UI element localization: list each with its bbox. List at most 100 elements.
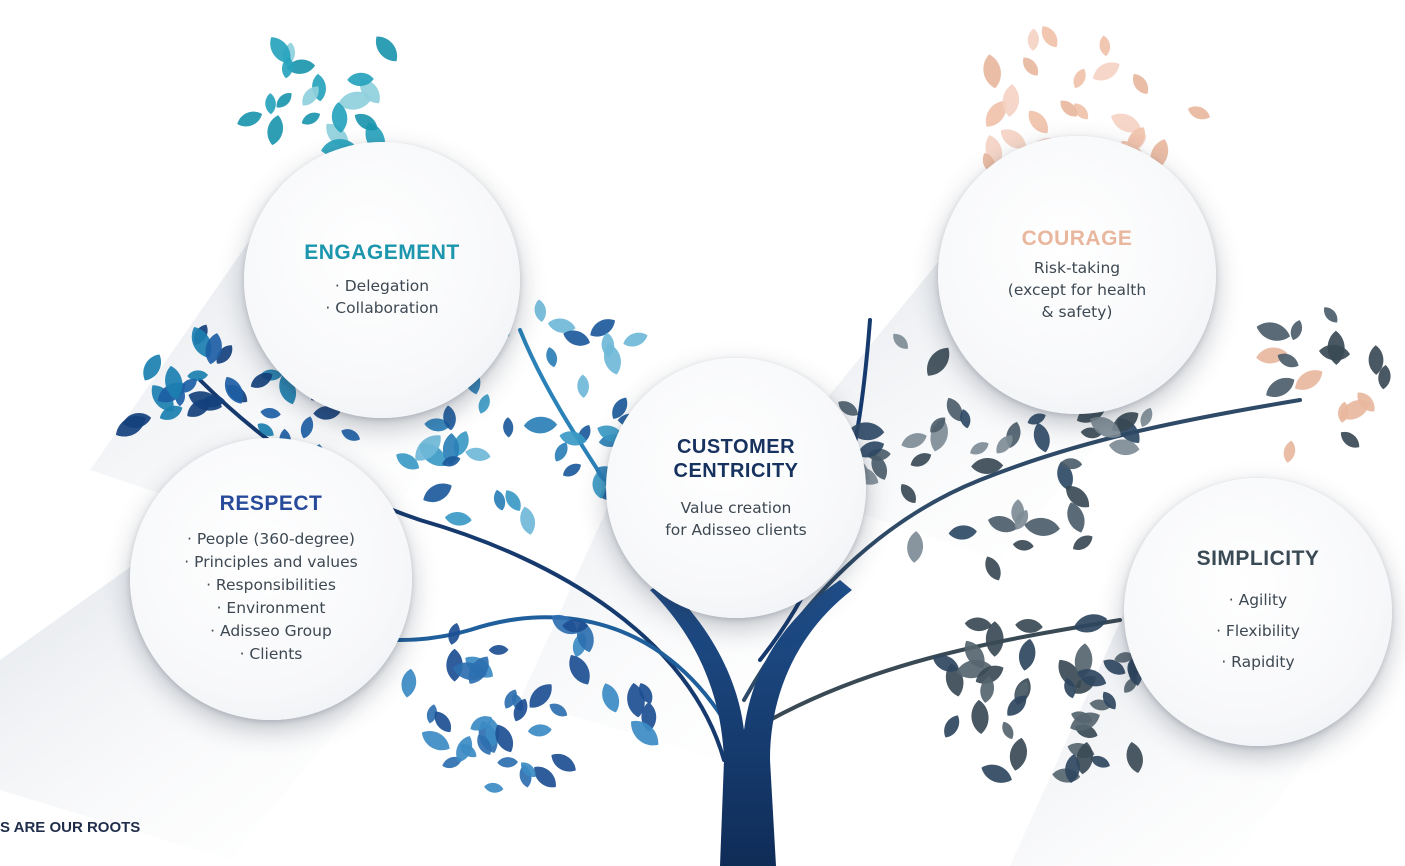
leaf	[276, 93, 292, 108]
leaf	[981, 764, 1012, 783]
respect-item: · Principles and values	[184, 553, 358, 571]
courage-item: Risk-taking	[1033, 259, 1121, 277]
leaf	[237, 111, 263, 127]
leaf	[485, 718, 500, 747]
leaf	[375, 36, 398, 62]
leaf	[638, 683, 653, 704]
leaf	[1256, 322, 1291, 341]
leaf	[497, 757, 519, 768]
simplicity-item: · Agility	[1228, 590, 1288, 609]
leaf	[338, 91, 373, 110]
leaf	[1023, 57, 1039, 76]
customer-centricity-item: for Adisseo clients	[665, 521, 807, 539]
leaf	[477, 734, 492, 755]
leaf	[1073, 68, 1086, 89]
leaf	[563, 330, 590, 346]
leaf	[1070, 712, 1100, 731]
leaf	[1066, 486, 1089, 508]
leaf	[1073, 535, 1093, 550]
leaf	[893, 333, 908, 349]
leaf	[848, 422, 885, 441]
leaf	[1126, 741, 1143, 773]
tree-branch	[768, 618, 1122, 722]
leaf	[562, 619, 589, 633]
leaf	[944, 715, 960, 738]
leaf	[1090, 755, 1110, 768]
leaf	[224, 376, 244, 404]
engagement-item: · Collaboration	[325, 299, 439, 317]
leaf	[985, 556, 1001, 581]
leaf	[983, 54, 1001, 89]
leaf	[562, 463, 581, 477]
simplicity-title: SIMPLICITY	[1196, 546, 1320, 570]
leaf	[452, 662, 487, 681]
simplicity-item: · Flexibility	[1216, 621, 1300, 640]
leaf	[980, 676, 995, 703]
leaf	[1027, 413, 1046, 425]
leaf	[520, 506, 536, 535]
leaf	[187, 370, 208, 381]
leaf	[488, 644, 509, 655]
leaf	[423, 483, 452, 503]
leaf	[523, 416, 558, 434]
customer-centricity-circle: CUSTOMER CENTRICITY Value creation for A…	[606, 358, 866, 618]
leaf	[534, 766, 556, 788]
leaf	[612, 397, 628, 419]
leaf	[503, 417, 514, 438]
leaf	[927, 347, 950, 376]
leaf	[527, 724, 552, 737]
leaf	[1002, 84, 1019, 117]
leaf	[946, 397, 963, 422]
leaf	[188, 391, 222, 411]
leaf	[165, 365, 183, 400]
leaf	[1318, 344, 1351, 361]
leaf	[901, 433, 927, 448]
leaf	[265, 93, 276, 115]
engagement-items: · Delegation · Collaboration	[325, 275, 438, 319]
leaf	[1064, 677, 1076, 699]
customer-centricity-title: CUSTOMER CENTRICITY	[674, 435, 799, 483]
leaf	[396, 453, 420, 470]
leaf	[569, 654, 590, 685]
leaf	[504, 689, 517, 709]
respect-item: · Environment	[216, 599, 326, 617]
leaf	[1060, 458, 1083, 470]
simplicity-circle: SIMPLICITY · Agility · Flexibility · Rap…	[1124, 478, 1392, 746]
leaf	[465, 447, 491, 461]
leaf	[1015, 619, 1043, 633]
leaf	[1283, 440, 1296, 463]
leaf	[1295, 370, 1323, 390]
leaf	[577, 374, 589, 398]
leaf	[554, 442, 568, 462]
leaf	[1102, 691, 1116, 710]
leaf	[484, 782, 504, 793]
leaf	[1099, 35, 1111, 57]
leaf	[1378, 365, 1391, 390]
leaf	[1324, 307, 1338, 323]
leaf	[1368, 345, 1384, 375]
tree-trunk	[650, 580, 852, 866]
simplicity-item: · Rapidity	[1221, 652, 1295, 671]
leaf	[1073, 614, 1108, 633]
respect-item: · Clients	[239, 645, 303, 663]
leaf	[971, 699, 989, 735]
leaf	[547, 318, 576, 333]
leaf	[442, 456, 461, 467]
leaf	[505, 490, 521, 511]
leaf	[1140, 407, 1153, 427]
leaf	[267, 115, 284, 146]
leaf	[549, 703, 568, 717]
leaf	[964, 617, 992, 632]
leaf	[1339, 399, 1370, 420]
respect-items: · People (360-degree) · Principles and v…	[184, 528, 357, 666]
leaf	[205, 333, 222, 365]
leaf	[1103, 659, 1126, 675]
leaf	[907, 531, 924, 563]
leaf	[1007, 695, 1027, 716]
roots-caption: S ARE OUR ROOTS	[0, 819, 141, 836]
leaf	[971, 457, 1004, 475]
leaf	[1108, 439, 1140, 456]
leaf	[260, 408, 281, 419]
leaf	[354, 113, 378, 131]
leaf	[1266, 377, 1295, 398]
